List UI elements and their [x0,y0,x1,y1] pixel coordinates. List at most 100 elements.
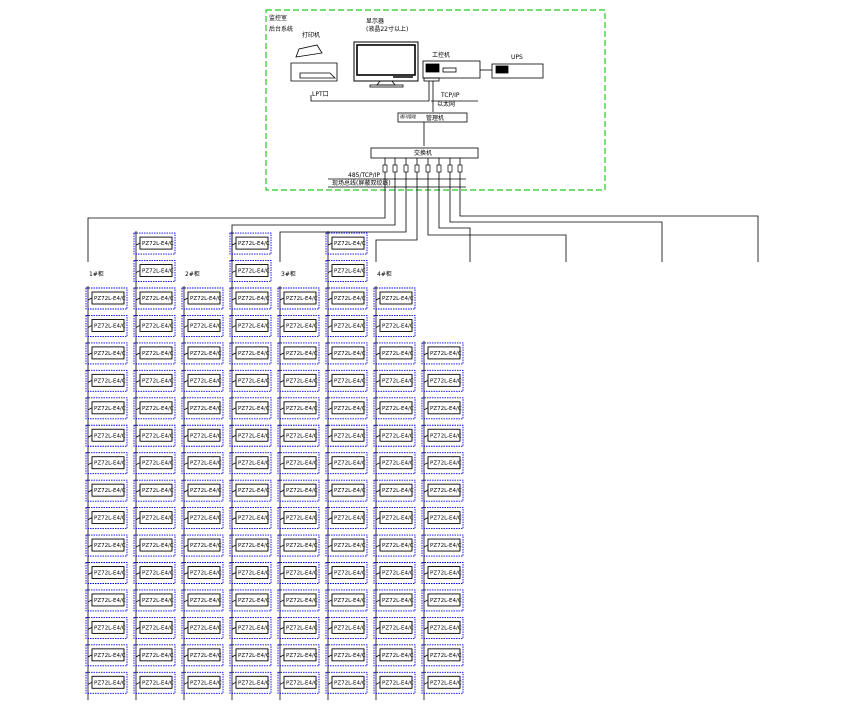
meter-module [283,566,317,579]
meter-module-label: PZ72L-E4/C [286,378,318,384]
meter-module [379,456,413,470]
meter-module [331,620,365,634]
meter-module-frame [181,616,224,639]
module-tap [231,489,237,493]
meter-module-frame [373,671,416,694]
module-tap [87,379,93,383]
meter-module [283,620,317,634]
meter-module-label: PZ72L-E4/C [142,323,174,329]
module-tap [327,654,333,658]
meter-module [283,401,317,415]
meter-module [139,456,173,470]
feeder-line [459,172,759,262]
module-tap [87,681,93,685]
host-label: 工控机 [432,51,450,59]
meter-module-frame [373,452,416,475]
meter-module [331,236,365,250]
ups-icon [491,63,544,79]
module-tap [231,572,237,575]
meter-module-frame [181,424,224,447]
fuse-icon [447,164,453,173]
meter-module-label: PZ72L-E4/C [142,351,174,357]
meter-module-frame [421,616,464,639]
meter-module-frame [277,424,320,447]
module-tap [87,654,93,658]
module-tap [231,517,237,520]
module-tap [231,654,237,658]
switch [370,147,479,159]
meter-module [235,620,269,634]
meter-module-frame [277,589,320,612]
feeder-line [87,172,386,262]
meter-module-label: PZ72L-E4/C [142,461,174,467]
module-tap [327,434,333,438]
meter-module-frame [421,507,464,530]
meter-module-frame [325,369,368,392]
meter-module [427,538,461,552]
meter-module-frame [421,369,464,392]
module-tap [135,379,141,383]
meter-module [427,483,461,497]
meter-module-label: PZ72L-E4/C [142,488,174,494]
module-tap [183,325,189,328]
module-tap [327,297,333,301]
comm-manager-label: 管理机 [426,114,444,122]
meter-module-frame [229,260,272,282]
meter-module-label: PZ72L-E4/C [334,488,366,494]
module-tap [375,544,381,548]
meter-module [139,291,173,305]
meter-module [139,401,173,415]
meter-module [283,511,317,525]
meter-module [283,346,317,360]
module-tap [87,572,93,575]
meter-module-frame [181,479,224,502]
module-tap [183,681,189,685]
meter-module [139,264,173,277]
meter-module-label: PZ72L-E4/C [190,653,222,659]
module-tap [279,434,285,438]
meter-module [331,428,365,442]
meter-module-label: PZ72L-E4/C [142,296,174,302]
meter-module-frame [229,397,272,420]
module-tap [375,489,381,493]
meter-module [331,675,365,689]
meter-module-label: PZ72L-E4/C [430,378,462,384]
column-label: 3#柜 [281,270,296,278]
meter-module-label: PZ72L-E4/C [238,296,270,302]
fuse-icon [436,164,442,173]
meter-module-label: PZ72L-E4/C [142,241,174,247]
module-tap [231,434,237,438]
module-tap [231,681,237,685]
meter-module-label: PZ72L-E4/C [94,625,126,631]
module-tap [327,242,333,246]
meter-module-frame [229,232,272,255]
module-tap [183,297,189,301]
meter-module-label: PZ72L-E4/C [430,433,462,439]
fuse-icon [382,164,388,173]
meter-module-label: PZ72L-E4/C [334,571,366,577]
meter-module-label: PZ72L-E4/C [142,543,174,549]
meter-module [379,291,413,305]
meter-module [427,648,461,662]
comm-manager-prefix: 通讯管理 [400,113,416,119]
meter-module-label: PZ72L-E4/C [190,351,222,357]
meter-module-frame [85,315,128,337]
module-tap [375,599,381,603]
meter-module-frame [85,589,128,612]
meter-module-frame [133,369,176,392]
meter-module-label: PZ72L-E4/C [142,680,174,686]
meter-module-label: PZ72L-E4/C [286,680,318,686]
meter-module-frame [277,534,320,557]
meter-module [235,648,269,662]
meter-module-label: PZ72L-E4/C [382,378,414,384]
meter-module-frame [133,232,176,255]
control-wiring [310,69,492,146]
module-tap [327,379,333,383]
module-tap [375,681,381,685]
meter-module-label: PZ72L-E4/C [430,653,462,659]
module-tap [375,297,381,301]
module-tap [279,325,285,328]
module-tap [279,297,285,301]
monitor-icon [353,41,419,88]
